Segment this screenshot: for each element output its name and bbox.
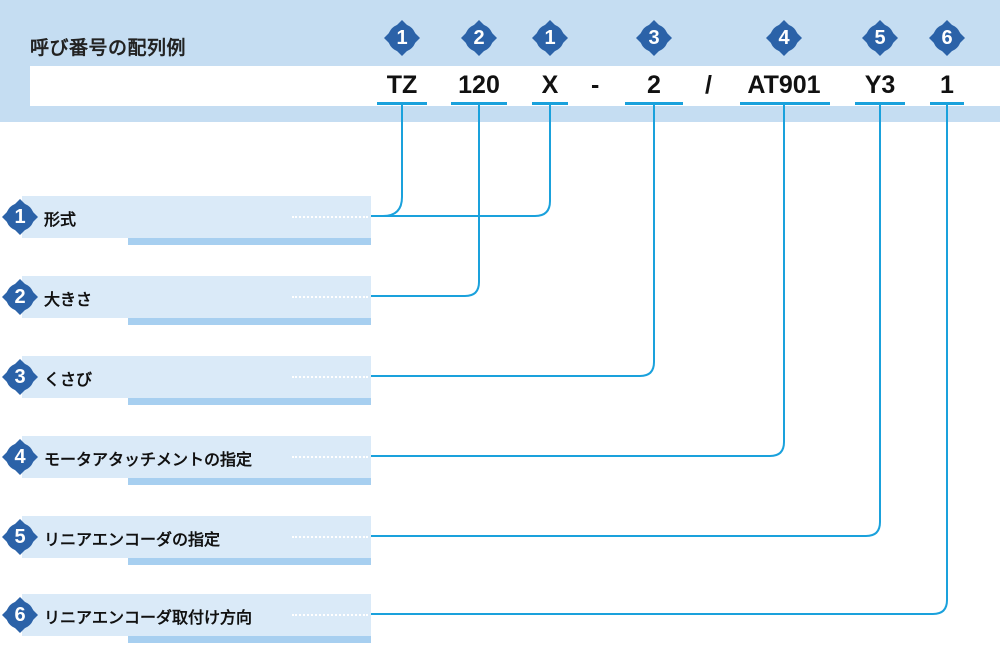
label-box [22,356,290,398]
segment-underline-2 [451,102,507,105]
segment-text-5: AT901 [747,71,821,99]
segment-underline-3 [532,102,568,105]
label-dotted-line [292,536,368,538]
segment-underline-4 [625,102,683,105]
label-text-5: リニアエンコーダの指定 [44,530,221,549]
segment-badge-2: 2 [461,20,497,56]
segment-badge-5: 4 [766,20,802,56]
separator-dash: - [591,71,600,99]
label-text-4: モータアタッチメントの指定 [44,450,253,469]
label-text-6: リニアエンコーダ取付け方向 [44,608,253,627]
label-dotted-line [292,296,368,298]
label-badge-3: 3 [2,359,38,395]
connector-2 [371,104,480,297]
segment-text-4: 2 [647,71,661,99]
connector-1-x [371,104,551,217]
segment-badge-3: 1 [532,20,568,56]
label-dotted-line [292,376,368,378]
segment-badge-4: 3 [636,20,672,56]
header-code-strip [30,66,1000,106]
label-badge-5: 5 [2,519,38,555]
label-row-5: 5 リニアエンコーダの指定 [0,516,380,571]
segment-underline-7 [930,102,964,105]
segment-underline-5 [740,102,830,105]
segment-badge-6: 5 [862,20,898,56]
label-badge-1: 1 [2,199,38,235]
label-box [22,516,290,558]
label-row-3: 3 くさび [0,356,380,411]
label-row-2: 2 大きさ [0,276,380,331]
label-row-6: 6 リニアエンコーダ取付け方向 [0,594,380,649]
segment-text-1: TZ [386,71,418,99]
label-dotted-line [292,614,368,616]
label-text-3: くさび [44,370,93,389]
label-box [22,594,290,636]
label-box [22,436,290,478]
label-box [22,196,290,238]
segment-underline-6 [855,102,905,105]
connector-6 [371,104,948,615]
segment-text-6: Y3 [864,71,896,99]
connector-3 [371,104,655,377]
connector-5 [371,104,881,537]
segment-text-2: 120 [458,71,500,99]
segment-badge-1: 1 [384,20,420,56]
label-box [22,276,290,318]
label-badge-6: 6 [2,597,38,633]
segment-badge-7: 6 [929,20,965,56]
segment-text-7: 1 [940,71,954,99]
header-title: 呼び番号の配列例 [30,37,187,59]
label-row-1: 1 形式 [0,196,380,251]
segment-underline-1 [377,102,427,105]
segment-text-3: X [541,71,559,99]
separator-slash: / [705,71,712,99]
label-badge-2: 2 [2,279,38,315]
label-text-1: 形式 [44,210,77,229]
connector-4 [371,104,785,457]
label-text-2: 大きさ [44,290,93,309]
label-dotted-line [292,216,368,218]
label-badge-4: 4 [2,439,38,475]
label-row-4: 4 モータアタッチメントの指定 [0,436,380,491]
label-dotted-line [292,456,368,458]
